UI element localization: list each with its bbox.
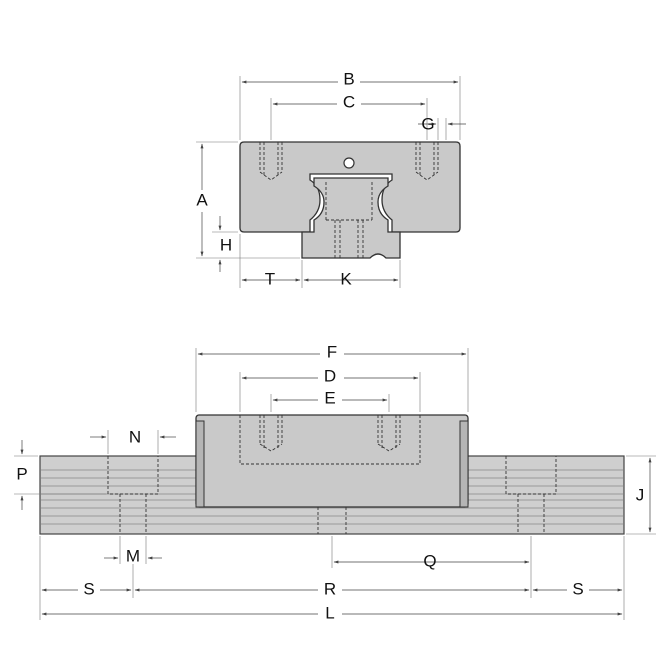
label-J: J xyxy=(636,485,645,504)
label-L: L xyxy=(325,603,334,622)
end-seal-left xyxy=(195,420,205,508)
end-seal-right xyxy=(459,420,469,508)
dimension-labels: B C G A H T K F D E N P J M Q S R S L xyxy=(16,69,644,625)
label-A: A xyxy=(196,190,208,209)
label-N: N xyxy=(129,427,141,446)
label-E: E xyxy=(324,388,335,407)
carriage-hidden-holes xyxy=(259,415,401,452)
carriage-end-view xyxy=(239,141,461,233)
carriage-tapped-holes xyxy=(259,142,439,181)
rail-end-view xyxy=(301,177,401,259)
label-Q: Q xyxy=(423,551,436,570)
label-D: D xyxy=(324,366,336,385)
rail-hidden-holes xyxy=(107,456,557,534)
label-R: R xyxy=(324,579,336,598)
carriage-side-view xyxy=(195,414,469,508)
label-G: G xyxy=(421,114,434,133)
label-K: K xyxy=(340,269,352,288)
side-view xyxy=(14,348,656,620)
label-S-left: S xyxy=(83,579,94,598)
rail-hidden-hole xyxy=(325,182,373,258)
label-M: M xyxy=(126,546,140,565)
label-C: C xyxy=(343,92,355,111)
lube-port xyxy=(343,157,355,169)
label-S-right: S xyxy=(572,579,583,598)
end-view xyxy=(196,76,466,288)
label-H: H xyxy=(220,235,232,254)
label-T: T xyxy=(265,269,275,288)
label-B: B xyxy=(343,69,354,88)
label-F: F xyxy=(327,342,337,361)
label-P: P xyxy=(16,464,27,483)
